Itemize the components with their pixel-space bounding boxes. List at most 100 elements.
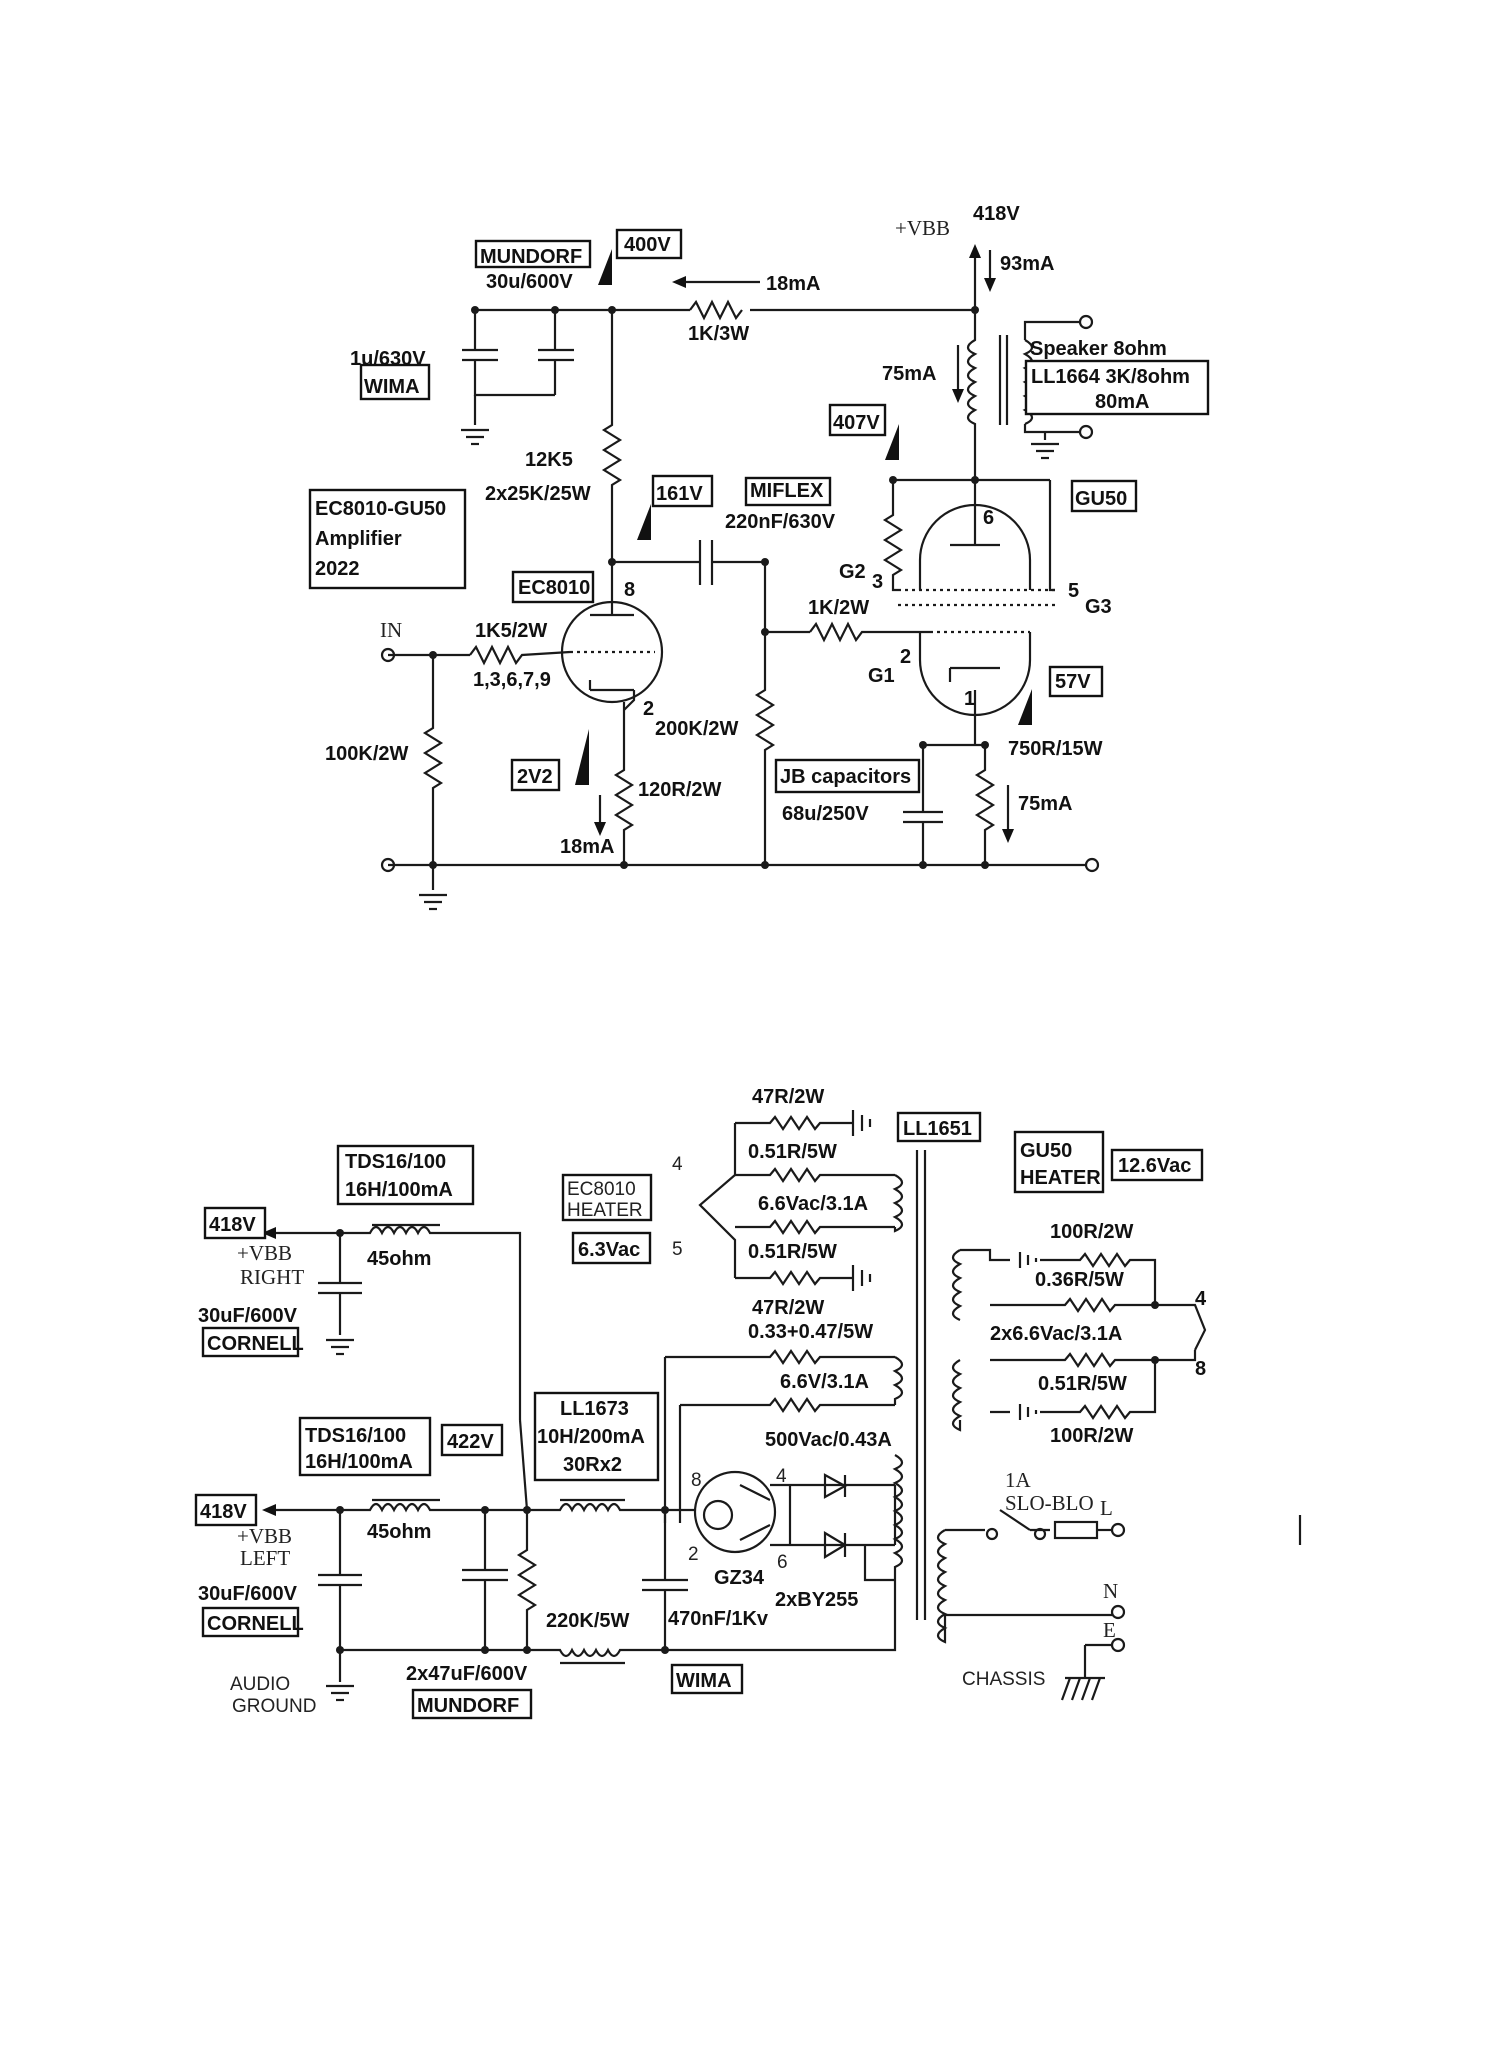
label-033: 0.33+0.47/5W bbox=[748, 1321, 873, 1343]
label-500vac: 500Vac/0.43A bbox=[765, 1429, 892, 1451]
cap-30uf-left bbox=[318, 1510, 362, 1650]
label-audio: AUDIO bbox=[230, 1674, 290, 1695]
label-161v: 161V bbox=[656, 483, 703, 505]
label-1k2w: 1K/2W bbox=[808, 597, 869, 619]
mains-primary bbox=[936, 1529, 948, 1644]
resistor-120r bbox=[613, 742, 635, 865]
cap-1u-wima bbox=[462, 310, 574, 397]
label-2x66vac: 2x6.6Vac/3.1A bbox=[990, 1323, 1122, 1345]
label-47r-top: 47R/2W bbox=[752, 1086, 824, 1108]
label-bys: 2xBY255 bbox=[775, 1589, 858, 1611]
label-pin1: 1 bbox=[964, 688, 975, 710]
label-gz-pin2: 2 bbox=[688, 1544, 699, 1565]
label-18ma-top: 18mA bbox=[766, 273, 820, 295]
resistor-100k bbox=[422, 655, 444, 865]
label-pin3: 3 bbox=[872, 571, 883, 593]
label-ec8010: EC8010 bbox=[518, 577, 590, 599]
resistor-g2 bbox=[882, 480, 904, 592]
label-jb: JB capacitors bbox=[780, 766, 911, 788]
label-pin8-b: 8 bbox=[1195, 1358, 1206, 1380]
label-pin5-a: 5 bbox=[672, 1239, 683, 1260]
label-cornell-r: CORNELL bbox=[207, 1333, 304, 1355]
label-12k5: 12K5 bbox=[525, 449, 573, 471]
label-pin8: 8 bbox=[624, 579, 635, 601]
label-126vac: 12.6Vac bbox=[1118, 1155, 1191, 1177]
cap-470nf-wima bbox=[642, 1510, 688, 1650]
label-2x47uf: 2x47uF/600V bbox=[406, 1663, 528, 1685]
label-gu50: GU50 bbox=[1075, 488, 1127, 510]
label-gz-pin6: 6 bbox=[777, 1552, 788, 1573]
label-47r-bot: 47R/2W bbox=[752, 1297, 824, 1319]
label-407v: 407V bbox=[833, 412, 880, 434]
label-75ma-bot: 75mA bbox=[1018, 793, 1072, 815]
label-418v-l: 418V bbox=[200, 1501, 247, 1523]
diode-by255 bbox=[823, 1531, 848, 1559]
label-fuse-1a: 1A bbox=[1005, 1468, 1032, 1492]
label-ll1673-1: LL1673 bbox=[560, 1398, 629, 1420]
label-75ma-top: 75mA bbox=[882, 363, 936, 385]
label-gz-pin4: 4 bbox=[776, 1466, 787, 1487]
label-gz-pin8: 8 bbox=[691, 1470, 702, 1491]
label-cornell-l: CORNELL bbox=[207, 1613, 304, 1635]
label-100r-top: 100R/2W bbox=[1050, 1221, 1133, 1243]
label-title-1: EC8010-GU50 bbox=[315, 498, 446, 520]
label-ec-heater-2: HEATER bbox=[567, 1200, 643, 1221]
label-pin5: 5 bbox=[1068, 580, 1079, 602]
label-g2: G2 bbox=[839, 561, 866, 583]
label-pin4-a: 4 bbox=[672, 1154, 683, 1175]
label-2v2: 2V2 bbox=[517, 766, 553, 788]
label-g3: G3 bbox=[1085, 596, 1112, 618]
label-66v-31a: 6.6V/3.1A bbox=[780, 1371, 869, 1393]
label-n: N bbox=[1103, 1579, 1118, 1603]
cap-30uf-right bbox=[318, 1233, 362, 1335]
cap-2x47uf bbox=[462, 1510, 508, 1650]
resistor-1k3w bbox=[689, 299, 743, 321]
label-30uf-l: 30uF/600V bbox=[198, 1583, 298, 1605]
label-220k: 220K/5W bbox=[546, 1610, 629, 1632]
label-ll1673-3: 30Rx2 bbox=[563, 1454, 622, 1476]
tube-gz34 bbox=[693, 1470, 777, 1554]
label-mundorf-psu: MUNDORF bbox=[417, 1695, 519, 1717]
label-80ma: 80mA bbox=[1095, 391, 1149, 413]
mains-transformer-ll1651 bbox=[915, 1150, 927, 1620]
label-in: IN bbox=[380, 618, 402, 642]
label-vbb-r: +VBB bbox=[237, 1241, 292, 1265]
label-tds-l-1: TDS16/100 bbox=[305, 1425, 406, 1447]
resistor-12k5 bbox=[601, 310, 623, 562]
label-wima-psu: WIMA bbox=[676, 1670, 732, 1692]
label-gz34: GZ34 bbox=[714, 1567, 765, 1589]
resistor-200k bbox=[754, 562, 776, 865]
label-miflex: MIFLEX bbox=[750, 480, 824, 502]
resistor-220k bbox=[516, 1510, 538, 1650]
label-051-c: 0.51R/5W bbox=[1038, 1373, 1127, 1395]
label-1u: 1u/630V bbox=[350, 348, 426, 370]
label-tds-r-1: TDS16/100 bbox=[345, 1151, 446, 1173]
label-title-2: Amplifier bbox=[315, 528, 402, 550]
label-wima: WIMA bbox=[364, 376, 420, 398]
label-200k: 200K/2W bbox=[655, 718, 738, 740]
label-pin6: 6 bbox=[983, 507, 994, 529]
label-mundorf: MUNDORF bbox=[480, 246, 582, 268]
amplifier-schematic bbox=[380, 244, 1100, 911]
label-051-a: 0.51R/5W bbox=[748, 1141, 837, 1163]
label-chassis: CHASSIS bbox=[962, 1669, 1045, 1690]
label-036r: 0.36R/5W bbox=[1035, 1269, 1124, 1291]
label-ec-heater-1: EC8010 bbox=[567, 1179, 636, 1200]
label-right: RIGHT bbox=[240, 1265, 304, 1289]
resistor-1k2w bbox=[809, 621, 930, 643]
label-speaker: Speaker 8ohm bbox=[1030, 338, 1167, 360]
label-1k5: 1K5/2W bbox=[475, 620, 547, 642]
label-gu-heater-1: GU50 bbox=[1020, 1140, 1072, 1162]
output-transformer-ll1664 bbox=[966, 310, 978, 480]
label-418v-r: 418V bbox=[209, 1214, 256, 1236]
label-ll1651: LL1651 bbox=[903, 1118, 972, 1140]
label-100r-bot: 100R/2W bbox=[1050, 1425, 1133, 1447]
label-30u: 30u/600V bbox=[486, 271, 573, 293]
label-vbb-l: +VBB bbox=[237, 1524, 292, 1548]
label-e: E bbox=[1103, 1618, 1116, 1642]
label-750r: 750R/15W bbox=[1008, 738, 1103, 760]
label-ll1664: LL1664 3K/8ohm bbox=[1031, 366, 1190, 388]
label-470n: 470nF/1Kv bbox=[668, 1608, 769, 1630]
label-63vac: 6.3Vac bbox=[578, 1239, 640, 1261]
